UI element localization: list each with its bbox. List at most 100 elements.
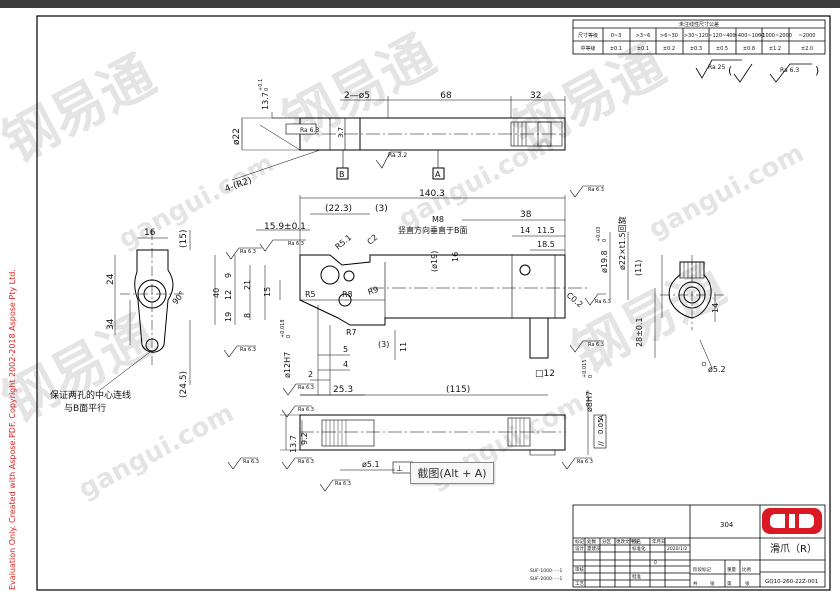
title-part-name: 滑爪（R） bbox=[770, 543, 817, 555]
bottom-view bbox=[280, 414, 566, 474]
tol-cell: ±2.0 bbox=[801, 46, 813, 52]
tol-19-8-plus: +0.03 bbox=[596, 227, 602, 242]
dim-3b: (3) bbox=[378, 340, 389, 349]
left-side-view bbox=[99, 230, 191, 391]
watermark: 钢易通 钢易通 钢易通 钢易通 钢易通 gangui.com gangui.co… bbox=[0, 23, 809, 505]
dim-phi19: (ø19) bbox=[430, 251, 439, 272]
roughness-general-value: Ra 25 bbox=[708, 64, 725, 71]
rough-mark: Ra 6.3 bbox=[588, 187, 604, 193]
tol-12-plus: +0.018 bbox=[280, 319, 286, 338]
watermark-logo: 钢易通 bbox=[0, 43, 165, 175]
roughness-sub-value: Ra 6.3 bbox=[780, 67, 799, 74]
rough-mark: Ra 6.3 bbox=[240, 249, 256, 255]
dim-phi8h7: ø8H7 bbox=[585, 391, 594, 412]
dim-phi5-2: ø5.2 bbox=[708, 365, 726, 374]
tol-cell: ±0.3 bbox=[690, 46, 702, 52]
tolerance-table-title: 未注线性尺寸公差 bbox=[679, 21, 719, 28]
rough-mark: Ra 6.3 bbox=[577, 459, 593, 465]
dim-r9: R9 bbox=[367, 285, 380, 297]
tb-date: 2020/1/2 bbox=[667, 546, 687, 552]
dim-24-5: (24.5) bbox=[179, 371, 189, 398]
right-side-view bbox=[660, 255, 724, 369]
tol-8-minus: 0 bbox=[588, 375, 594, 378]
range-cell: >3~6 bbox=[636, 33, 651, 39]
rough-mark: Ra 6.3 bbox=[243, 459, 259, 465]
front-view bbox=[214, 195, 663, 455]
range-cell: ~1000~2000 bbox=[758, 33, 792, 39]
dim-2-phi5: 2—ø5 bbox=[344, 91, 370, 101]
gdt-datum: A bbox=[597, 415, 605, 420]
title-drawing-no: GQ10-260-22Z-001 bbox=[765, 579, 818, 585]
rough-mark: Ra 6.3 bbox=[298, 459, 314, 465]
range-cell: ~2000 bbox=[799, 33, 816, 39]
tb-label: 更改文件号 bbox=[616, 538, 639, 545]
tol-cell: ±0.1 bbox=[610, 46, 622, 52]
dim-21: 21 bbox=[243, 280, 252, 290]
tb-label: 工艺 bbox=[575, 581, 584, 587]
range-cell: 0~3 bbox=[611, 33, 622, 39]
tb-label: 第 bbox=[727, 580, 732, 587]
tb-label: 比例 bbox=[742, 566, 751, 573]
dim-38: 38 bbox=[520, 210, 532, 220]
viewer-top-bar bbox=[0, 0, 840, 8]
range-cell: ~120~400 bbox=[708, 33, 735, 39]
tb-mass: 0 bbox=[654, 560, 657, 566]
dim-11b: 11 bbox=[399, 342, 408, 352]
tol-cell: ±0.5 bbox=[716, 46, 728, 52]
top-view-label-box bbox=[285, 123, 317, 135]
range-cell: >6~30 bbox=[660, 33, 678, 39]
watermark-site: gangui.com bbox=[114, 148, 279, 255]
rough-mark: Ra 6.3 bbox=[298, 407, 314, 413]
dim-4: 4 bbox=[343, 360, 348, 369]
dim-15: 15 bbox=[263, 287, 272, 297]
range-cell: ~400~1000 bbox=[734, 33, 765, 39]
dim-5: 5 bbox=[343, 345, 348, 354]
tb-label: 共 bbox=[693, 580, 698, 587]
company-logo bbox=[762, 508, 822, 534]
gdt-perp: ⊥ bbox=[396, 464, 403, 473]
rough-mark: Ra 6.3 bbox=[335, 481, 351, 487]
dim-11-5: 11.5 bbox=[537, 226, 555, 235]
evaluation-notice: Evaluation Only. Created with Aspose.PDF… bbox=[8, 269, 17, 590]
tol-cell: ±1.2 bbox=[769, 46, 781, 52]
tb-qty-1: SUF-1000- - -1 bbox=[530, 568, 563, 574]
dim-9: 9 bbox=[224, 273, 233, 278]
tb-label: 阶段标记 bbox=[693, 566, 711, 573]
tb-label: 夏建员 bbox=[587, 545, 601, 552]
dim-phi22: ø22 bbox=[232, 128, 242, 145]
dim-140-3: 140.3 bbox=[419, 189, 445, 199]
tb-label: 审核 bbox=[575, 566, 584, 573]
title-block-labels: 标记 处数 分区 更改文件号 签名 年月日 设计 夏建员 标准化 2020/1/… bbox=[575, 538, 751, 587]
dim-24: 24 bbox=[106, 273, 116, 285]
tb-label: 张 bbox=[745, 580, 750, 587]
dim-2: 2 bbox=[308, 370, 313, 379]
tolerance-row1-label: 尺寸等级 bbox=[578, 32, 598, 39]
tolerance-ranges: 0~3 >3~6 >6~30 >30~120 ~120~400 ~400~100… bbox=[610, 33, 816, 52]
dim-3: (3) bbox=[375, 204, 388, 214]
dim-115: (115) bbox=[446, 385, 470, 395]
tolerance-row2-label: 中等级 bbox=[580, 45, 595, 52]
tb-qty-2: SUF-2000- - -1 bbox=[530, 576, 563, 582]
dim-11: (11) bbox=[634, 260, 643, 276]
dim-12sq: □12 bbox=[535, 369, 555, 379]
dim-19: 19 bbox=[224, 312, 233, 322]
roughness-paren-close: ) bbox=[815, 64, 819, 77]
dim-8: 8 bbox=[243, 313, 252, 318]
tb-label: 标准化 bbox=[632, 545, 646, 552]
tb-label: 批准 bbox=[632, 573, 641, 580]
dim-15-9: 15.9±0.1 bbox=[264, 222, 306, 232]
dim-90: 90° bbox=[171, 290, 187, 307]
watermark-site: gangui.com bbox=[74, 398, 239, 505]
tol-cell: ±0.2 bbox=[663, 46, 675, 52]
datum-b: B bbox=[339, 170, 345, 179]
screenshot-tooltip: 截图(Alt + A) bbox=[410, 462, 494, 484]
tb-label: 年月日 bbox=[652, 538, 666, 545]
watermark-logo: 钢易通 bbox=[272, 23, 445, 155]
tol-13-7-plus: +0.1 bbox=[258, 79, 264, 91]
rough-mark: Ra 6.3 bbox=[595, 299, 611, 305]
roughness-paren-open: ( bbox=[728, 64, 732, 77]
rough-mark: Ra 6.3 bbox=[240, 347, 256, 353]
dim-r5-1: R5.1 bbox=[334, 233, 354, 252]
dim-phi19-8: ø19.8 bbox=[600, 250, 609, 273]
